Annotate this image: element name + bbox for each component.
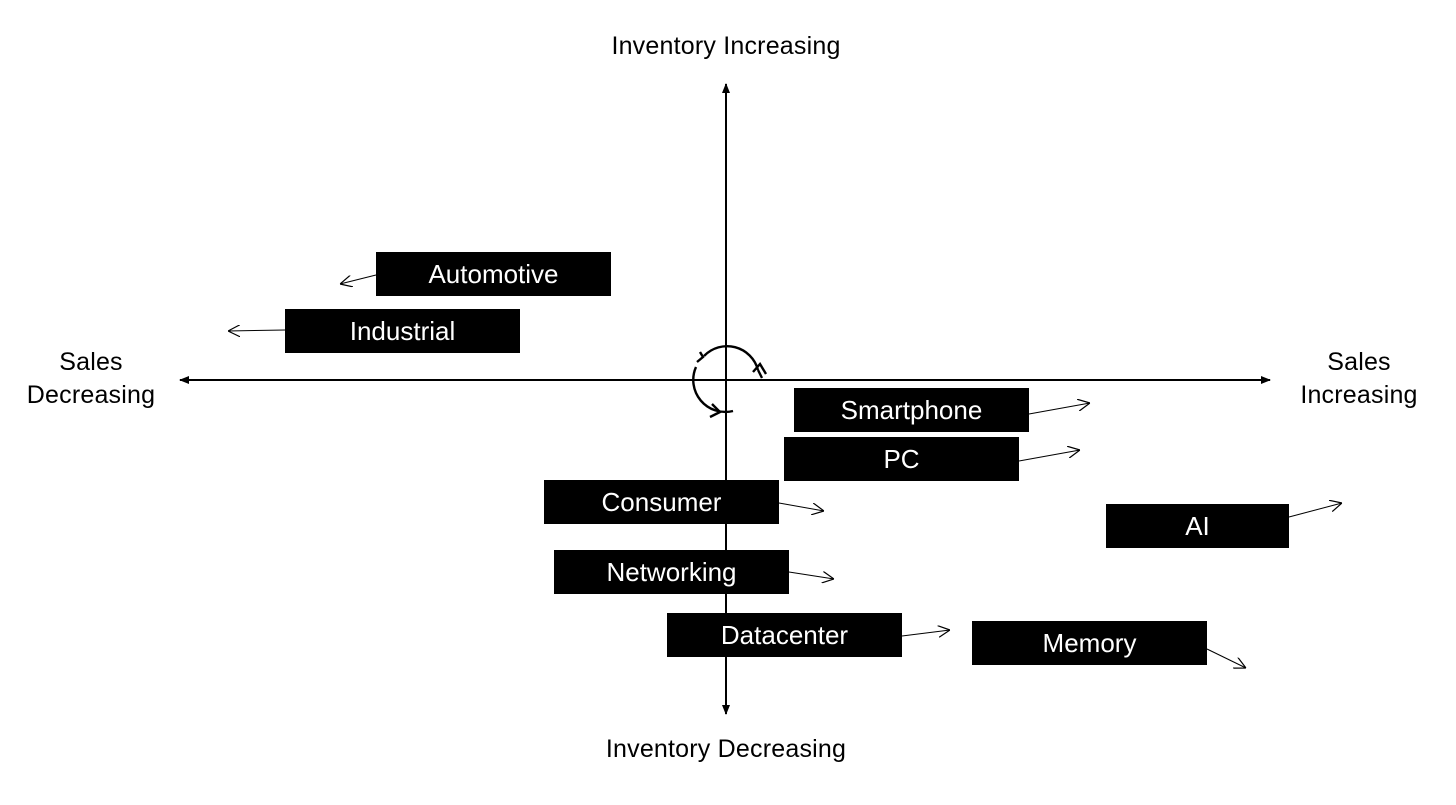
segment-memory: Memory	[972, 621, 1207, 665]
axis-label-left: Sales Decreasing	[26, 348, 156, 409]
segment-smartphone: Smartphone	[794, 388, 1029, 432]
segment-datacenter: Datacenter	[667, 613, 902, 657]
cycle-arrows-icon	[692, 345, 768, 419]
segment-industrial: Industrial	[285, 309, 520, 353]
datacenter-arrow	[901, 630, 950, 636]
industrial-arrow	[228, 330, 286, 331]
segment-consumer: Consumer	[544, 480, 779, 524]
segment-networking: Networking	[554, 550, 789, 594]
segment-ai: AI	[1106, 504, 1289, 548]
axis-label-top: Inventory Increasing	[611, 32, 841, 60]
memory-arrow	[1206, 648, 1246, 668]
consumer-arrow	[778, 502, 824, 511]
smartphone-arrow	[1028, 403, 1090, 415]
axis-label-bottom: Inventory Decreasing	[605, 735, 847, 763]
automotive-arrow	[340, 274, 377, 284]
segment-pc: PC	[784, 437, 1019, 481]
segment-automotive: Automotive	[376, 252, 611, 296]
movement-arrows	[228, 274, 1342, 668]
pc-arrow	[1018, 450, 1080, 462]
networking-arrow	[788, 572, 834, 579]
ai-arrow	[1288, 503, 1342, 518]
axis-label-right: Sales Increasing	[1300, 348, 1418, 409]
